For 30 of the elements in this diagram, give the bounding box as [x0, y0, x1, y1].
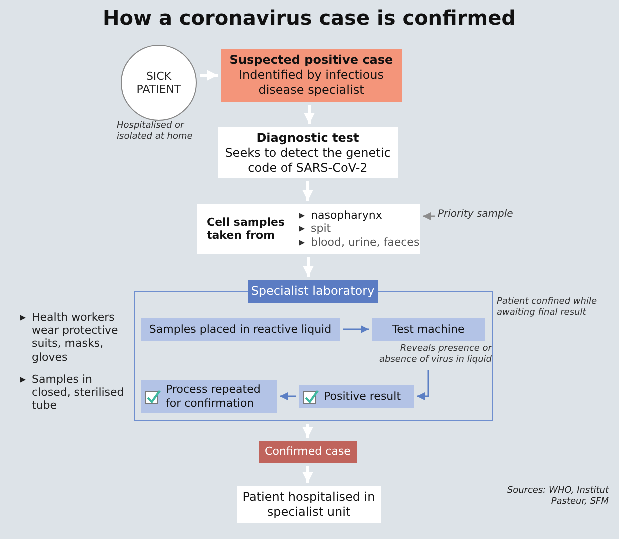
- arrow: [303, 257, 314, 277]
- process-box: Samples placed in reactive liquid: [141, 318, 340, 341]
- arrow: [302, 181, 314, 201]
- title: How a coronavirus case is confirmed: [102, 6, 517, 30]
- caption-text: Patient confined while awaiting final result: [497, 297, 597, 320]
- arrow: [304, 105, 315, 124]
- patient-circle: SICK PATIENT: [121, 45, 197, 121]
- source-note: Sources: WHO, Institut Pasteur, SFM: [506, 486, 609, 508]
- arrow: [417, 370, 430, 400]
- arrow: [343, 326, 369, 334]
- section-header: Specialist laboratory: [248, 280, 378, 303]
- arrow: [280, 392, 296, 400]
- process-box: Process repeated for confirmation: [141, 380, 277, 413]
- arrow: [302, 424, 314, 438]
- process-box: Diagnostic test Seeks to detect the genetic code of SARS-CoV-2: [218, 127, 398, 178]
- lab-panel: [134, 280, 493, 421]
- leader-line: [423, 212, 435, 220]
- note-text: Samples in closed, sterilised tube: [20, 373, 128, 413]
- arrow: [302, 466, 314, 483]
- note-text: Priority sample: [438, 209, 538, 224]
- note-text: Health workers wear protective suits, masks, gloves: [20, 311, 128, 364]
- caption-text: Reveals presence or absence of virus in liquid: [378, 344, 492, 366]
- process-box: Suspected positive case Indentified by infectious disease specialist: [221, 49, 402, 102]
- process-box: Test machine: [372, 318, 485, 341]
- arrow: [200, 70, 218, 81]
- caption-text: Hospitalised or isolated at home: [117, 121, 194, 144]
- status-box: Confirmed case: [259, 441, 357, 463]
- process-box: Patient hospitalised in specialist unit: [237, 486, 381, 523]
- process-box: Positive result: [299, 385, 414, 408]
- process-box: Cell samples taken from nasopharynx spit blood, urine, faeces: [197, 204, 420, 254]
